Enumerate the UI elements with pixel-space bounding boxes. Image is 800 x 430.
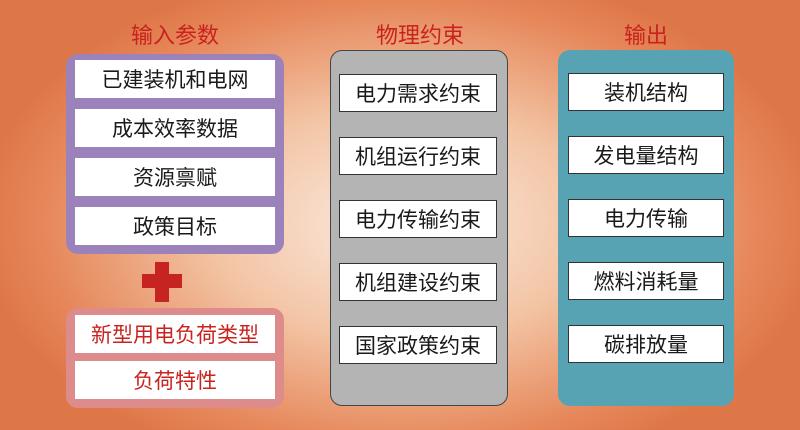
output-title: 输出 bbox=[623, 24, 668, 49]
output-power-transmission: 电力传输 bbox=[568, 199, 724, 237]
input-item-resource-endowment: 资源禀赋 bbox=[75, 158, 275, 196]
constraint-power-demand: 电力需求约束 bbox=[339, 74, 497, 112]
input-item-cost-efficiency: 成本效率数据 bbox=[75, 109, 275, 147]
load-item-characteristics: 负荷特性 bbox=[75, 361, 275, 399]
load-item-type: 新型用电负荷类型 bbox=[75, 315, 275, 353]
constraint-national-policy: 国家政策约束 bbox=[339, 326, 497, 364]
load-panel: 新型用电负荷类型 负荷特性 bbox=[66, 308, 284, 408]
constraint-unit-operation: 机组运行约束 bbox=[339, 137, 497, 175]
constraint-unit-construction: 机组建设约束 bbox=[339, 263, 497, 301]
constraint-power-transmission: 电力传输约束 bbox=[339, 200, 497, 238]
output-panel: 装机结构 发电量结构 电力传输 燃料消耗量 碳排放量 bbox=[558, 50, 734, 406]
physical-constraints-title: 物理约束 bbox=[375, 24, 464, 49]
input-item-installed-grid: 已建装机和电网 bbox=[75, 60, 275, 98]
output-fuel-consumption: 燃料消耗量 bbox=[568, 262, 724, 300]
output-generation-structure: 发电量结构 bbox=[568, 136, 724, 174]
input-params-panel: 已建装机和电网 成本效率数据 资源禀赋 政策目标 bbox=[66, 54, 284, 254]
input-item-policy-target: 政策目标 bbox=[75, 207, 275, 245]
output-carbon-emissions: 碳排放量 bbox=[568, 325, 724, 363]
input-params-title: 输入参数 bbox=[130, 24, 219, 49]
plus-icon bbox=[142, 262, 182, 302]
constraints-panel: 电力需求约束 机组运行约束 电力传输约束 机组建设约束 国家政策约束 bbox=[330, 50, 508, 406]
output-installed-structure: 装机结构 bbox=[568, 73, 724, 111]
